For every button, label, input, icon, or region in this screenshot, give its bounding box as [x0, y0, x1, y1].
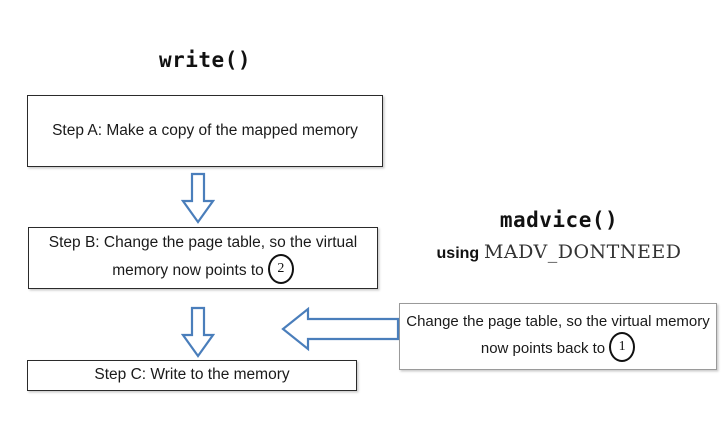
step-b-text: Step B: Change the page table, so the vi… — [48, 233, 358, 280]
down-arrow-icon-a-to-b — [181, 172, 215, 224]
step-a-box: Step A: Make a copy of the mapped memory — [27, 95, 383, 167]
madvice-action-label: Change the page table, so the virtual me… — [406, 311, 710, 363]
left-arrow-icon-madvice-to-flow — [281, 305, 400, 353]
madvice-action-box: Change the page table, so the virtual me… — [399, 303, 717, 370]
write-section-title: write() — [158, 48, 251, 72]
step-b-label: Step B: Change the page table, so the vi… — [35, 232, 371, 285]
madvice-subtitle: using MADV_DONTNEED — [400, 241, 718, 263]
madvice-section-title: madvice() — [499, 208, 619, 232]
down-arrow-icon-b-to-c — [181, 306, 215, 358]
step-c-box: Step C: Write to the memory — [27, 360, 357, 391]
badge-one-value: 1 — [618, 339, 626, 355]
badge-one: 1 — [609, 332, 636, 363]
madvice-action-text: Change the page table, so the virtual me… — [406, 312, 710, 358]
step-b-box: Step B: Change the page table, so the vi… — [28, 227, 378, 289]
badge-two-value: 2 — [277, 261, 285, 277]
madvice-subtitle-macro: MADV_DONTNEED — [483, 241, 682, 263]
step-c-label: Step C: Write to the memory — [94, 366, 290, 384]
step-a-label: Step A: Make a copy of the mapped memory — [52, 121, 358, 139]
madvice-subtitle-prefix: using — [436, 245, 480, 262]
badge-two: 2 — [267, 254, 294, 285]
